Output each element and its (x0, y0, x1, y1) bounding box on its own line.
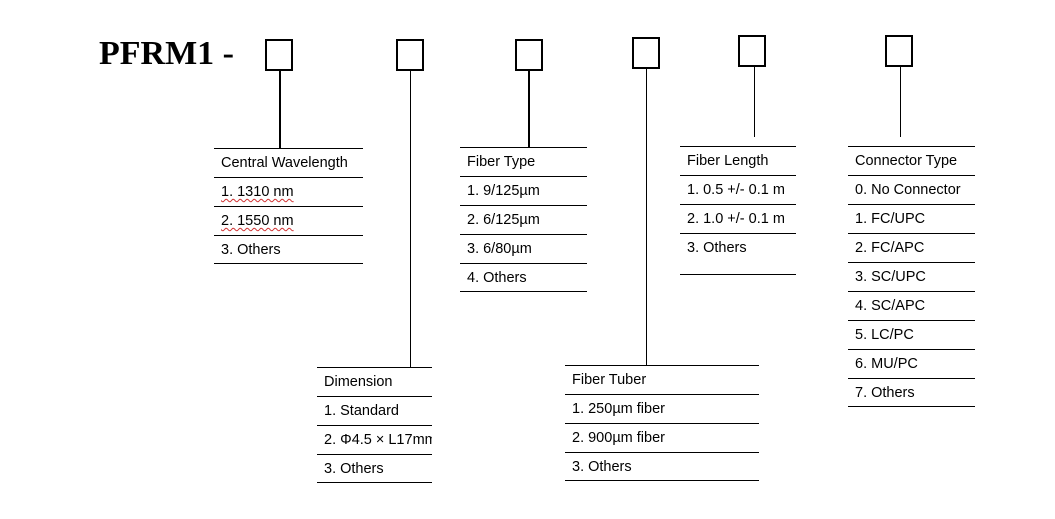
table-fiber-type: Fiber Type 1. 9/125µm 2. 6/125µm 3. 6/80… (460, 147, 587, 292)
table-fiber-tuber: Fiber Tuber 1. 250µm fiber 2. 900µm fibe… (565, 365, 759, 481)
option-row: 0. No Connector (848, 175, 975, 204)
table-header: Fiber Length (680, 146, 796, 175)
table-connector-type: Connector Type 0. No Connector 1. FC/UPC… (848, 146, 975, 407)
table-header: Fiber Type (460, 147, 587, 176)
part-number-title: PFRM1 - (99, 35, 235, 72)
code-slot-fiber-length (738, 35, 766, 67)
stem-dimension (410, 71, 411, 367)
option-row: 3. Others (317, 454, 432, 483)
code-slot-fiber-type (515, 39, 543, 71)
table-header: Connector Type (848, 146, 975, 175)
option-row: 2. 6/125µm (460, 205, 587, 234)
option-row: 3. 6/80µm (460, 234, 587, 263)
option-row: 2. Φ4.5 × L17mm (317, 425, 432, 454)
table-dimension: Dimension 1. Standard 2. Φ4.5 × L17mm 3.… (317, 367, 432, 483)
option-row: 1. 9/125µm (460, 176, 587, 205)
table-header: Dimension (317, 367, 432, 396)
stem-fiber-tuber (646, 69, 647, 365)
option-row: 4. Others (460, 263, 587, 292)
option-row: 4. SC/APC (848, 291, 975, 320)
option-row: 1. FC/UPC (848, 204, 975, 233)
option-row: 3. Others (214, 235, 363, 264)
table-fiber-length: Fiber Length 1. 0.5 +/- 0.1 m 2. 1.0 +/-… (680, 146, 796, 275)
stem-wavelength (279, 71, 281, 148)
option-row: 2. 1.0 +/- 0.1 m (680, 204, 796, 233)
option-row: 1. Standard (317, 396, 432, 425)
table-header: Fiber Tuber (565, 365, 759, 394)
code-slot-dimension (396, 39, 424, 71)
code-slot-connector-type (885, 35, 913, 67)
code-slot-fiber-tuber (632, 37, 660, 69)
code-slot-wavelength (265, 39, 293, 71)
table-header: Central Wavelength (214, 148, 363, 177)
option-row: 1. 1310 nm (214, 177, 363, 206)
option-row: 5. LC/PC (848, 320, 975, 349)
option-row: 3. Others (680, 233, 796, 275)
option-row: 3. SC/UPC (848, 262, 975, 291)
option-row: 2. FC/APC (848, 233, 975, 262)
option-row: 2. 1550 nm (214, 206, 363, 235)
stem-fiber-type (528, 71, 530, 147)
option-row: 2. 900µm fiber (565, 423, 759, 452)
option-row: 6. MU/PC (848, 349, 975, 378)
option-row: 1. 0.5 +/- 0.1 m (680, 175, 796, 204)
table-central-wavelength: Central Wavelength 1. 1310 nm 2. 1550 nm… (214, 148, 363, 264)
option-row: 1. 250µm fiber (565, 394, 759, 423)
option-row: 3. Others (565, 452, 759, 481)
option-row: 7. Others (848, 378, 975, 407)
stem-fiber-length (754, 67, 755, 137)
stem-connector-type (900, 67, 901, 137)
